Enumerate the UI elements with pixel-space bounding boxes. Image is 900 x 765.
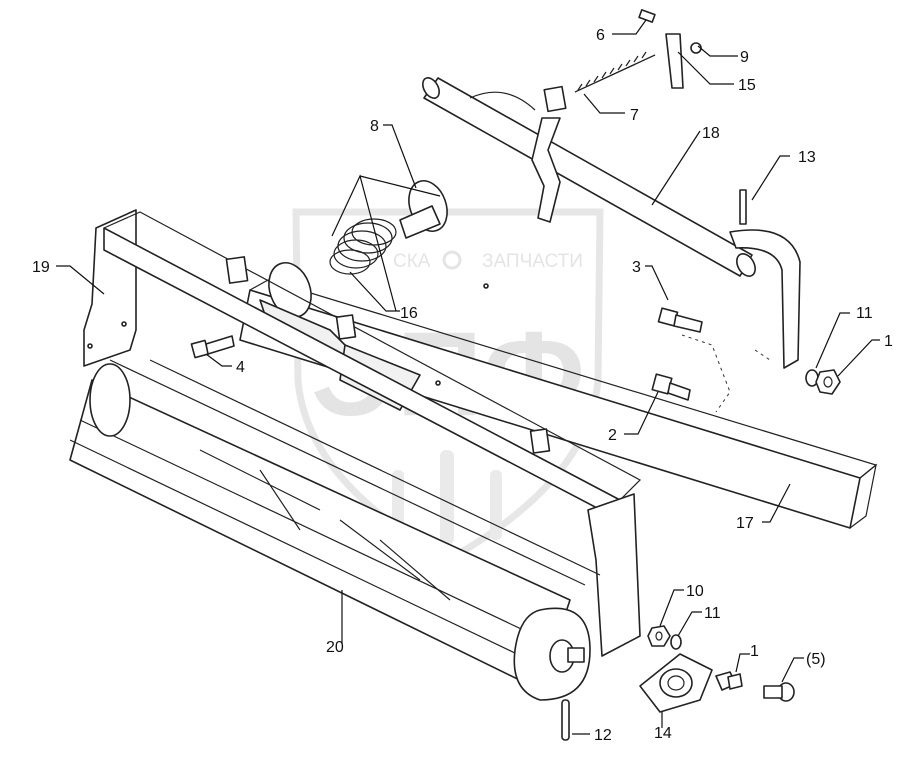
callout-18: 18 [702, 125, 720, 142]
part-7-spring [574, 51, 656, 93]
callout-1-lower: 1 [750, 643, 759, 660]
callout-7: 7 [630, 107, 639, 124]
watermark-gear-icon [442, 250, 462, 270]
callout-10: 10 [686, 583, 704, 600]
callout-6: 6 [596, 27, 605, 44]
callout-13: 13 [798, 149, 816, 166]
part-18-upper-bar [422, 77, 756, 277]
part-16-spring [329, 218, 397, 275]
callout-3: 3 [632, 259, 641, 276]
part-1-nut-upper [815, 369, 841, 395]
part-14-bearing-flange [639, 653, 713, 713]
part-20-roller [69, 359, 601, 701]
hook-bracket [531, 85, 567, 223]
part-3-bolt [657, 307, 703, 333]
callout-9: 9 [740, 49, 749, 66]
callouts: 6 9 15 7 8 18 13 19 3 16 11 1 4 2 17 10 … [32, 27, 893, 744]
part-10-nut [647, 625, 671, 647]
part-13-curved-arm [729, 189, 801, 369]
part-15-pin [665, 33, 684, 89]
watermark-caption-right: СКА [393, 251, 431, 272]
callout-2: 2 [608, 427, 617, 444]
alignment-lines [681, 334, 771, 413]
leader-lines [56, 19, 880, 735]
callout-16: 16 [400, 305, 418, 322]
part-12-pin [561, 699, 570, 741]
watermark-caption-left: ЗАПЧАСТИ [482, 251, 583, 272]
callout-5: (5) [806, 651, 826, 668]
part-4-bolt [190, 335, 235, 359]
callout-11-lower: 11 [704, 605, 721, 622]
callout-11-upper: 11 [856, 305, 873, 322]
part-8-spring-seat [399, 180, 448, 239]
part-1-bolt-lower [715, 671, 743, 691]
part-2-bolt [651, 373, 691, 401]
part-6-screw [638, 9, 656, 23]
callout-17: 17 [736, 515, 754, 532]
callout-8: 8 [370, 118, 379, 135]
callout-20: 20 [326, 639, 344, 656]
callout-19: 19 [32, 259, 50, 276]
part-19-frame [83, 209, 641, 657]
callout-12: 12 [594, 727, 612, 744]
part-11-washer-lower [670, 634, 682, 650]
callout-14: 14 [654, 725, 672, 742]
callout-1-upper: 1 [884, 333, 893, 350]
callout-4: 4 [236, 359, 245, 376]
callout-15: 15 [738, 77, 756, 94]
part-5-bolt [763, 682, 795, 702]
